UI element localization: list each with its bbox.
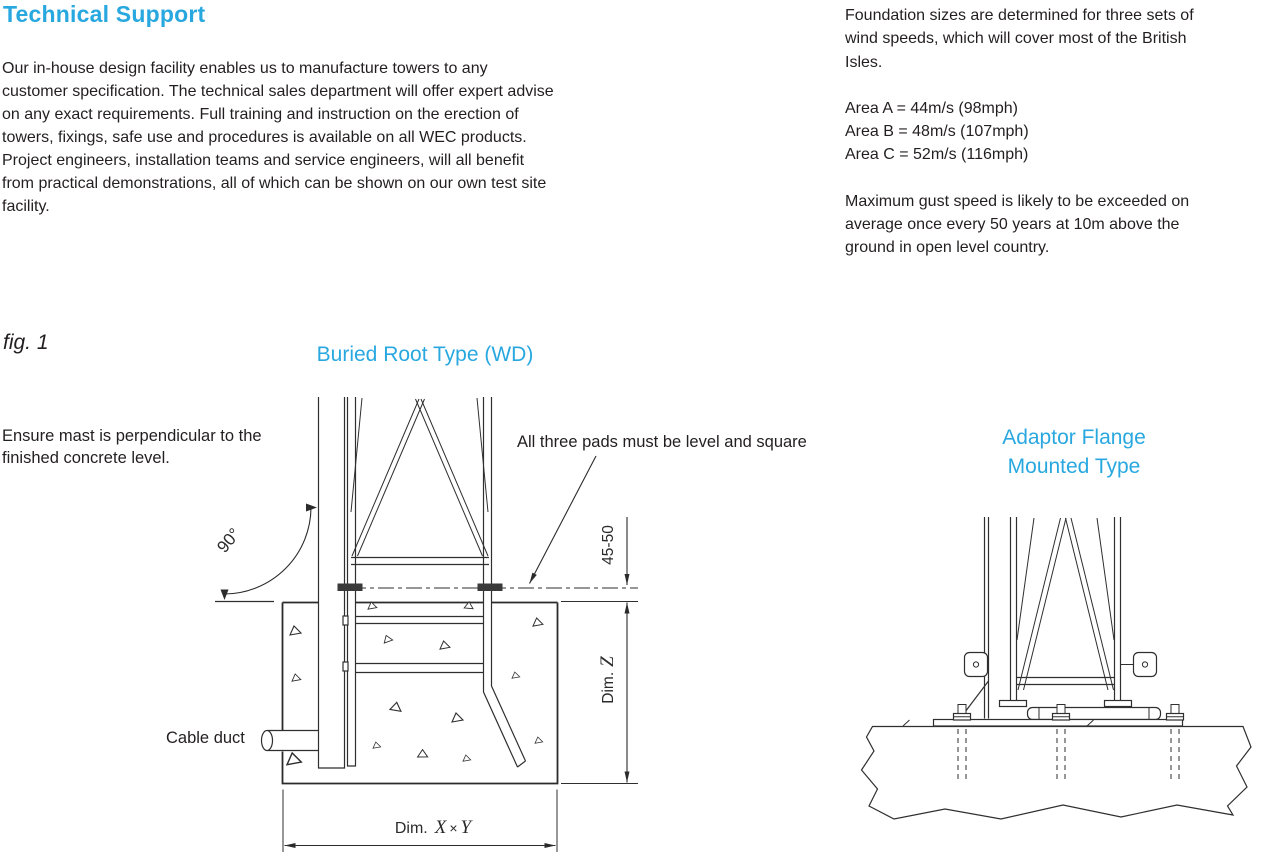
intro-paragraph: Our in-house design facility enables us …: [2, 60, 554, 215]
cable-duct-drawing: [260, 729, 319, 752]
adaptor-flange-title: Adaptor Flange Mounted Type: [974, 423, 1174, 481]
anchor-bolt-center: [1051, 704, 1071, 779]
technical-drawing-canvas: 90° 45-50 Dim. Z Dim. X×Y: [213, 397, 1252, 852]
cable-duct-label: Cable duct: [166, 729, 245, 747]
adaptor-flange-diagram: [860, 517, 1252, 820]
mast-pole: [317, 397, 346, 769]
angle-dim-label: 90°: [213, 525, 244, 557]
adaptor-flange-title-line1: Adaptor Flange: [1002, 426, 1146, 449]
dim-plan-x: X: [434, 817, 448, 838]
wind-area-c: Area C = 52m/s (116mph): [845, 146, 1029, 164]
angle-arrow-down: [220, 589, 229, 600]
wind-intro: Foundation sizes are determined for thre…: [845, 7, 1194, 71]
gusset-brace: [963, 680, 989, 715]
dim-plan-y: Y: [461, 817, 474, 838]
wind-areas: Area A = 44m/s (98mph) Area B = 48m/s (1…: [845, 97, 1225, 167]
buried-root-title: Buried Root Type (WD): [316, 343, 534, 366]
adaptor-channel: [998, 699, 1162, 721]
pads-note-leader: [529, 455, 597, 584]
wind-area-a: Area A = 44m/s (98mph): [845, 99, 1018, 117]
angle-arrow-right: [306, 503, 317, 512]
base-pads: [337, 583, 503, 591]
page-title: Technical Support: [3, 1, 206, 27]
dim-plan-prefix: Dim.: [395, 820, 428, 837]
dim-plan: Dim. X×Y: [282, 789, 558, 852]
dim-plan-label: Dim. X×Y: [395, 817, 474, 838]
adaptor-tower-lattice: [983, 517, 1122, 719]
dim-depth: Dim. Z: [561, 601, 638, 784]
figure-label: fig. 1: [3, 331, 49, 354]
angle-annotation: 90°: [213, 503, 317, 603]
wind-speed-section: Foundation sizes are determined for thre…: [845, 4, 1225, 260]
dim-depth-prefix: Dim.: [600, 672, 617, 704]
wind-note: Maximum gust speed is likely to be excee…: [845, 192, 1190, 257]
buried-root-diagram: 90° 45-50 Dim. Z Dim. X×Y: [213, 397, 638, 852]
adaptor-flange-title-line2: Mounted Type: [1007, 455, 1141, 478]
dim-depth-value: Z: [597, 656, 618, 667]
wind-area-b: Area B = 48m/s (107mph): [845, 123, 1029, 141]
perpendicular-note: Ensure mast is perpendicular to the fini…: [2, 427, 262, 467]
concrete-foundation: [281, 600, 559, 785]
anchor-bolt-left: [952, 704, 972, 779]
concrete-ground: [860, 719, 1252, 820]
dim-pad-height-label: 45-50: [600, 525, 617, 565]
anchor-bolt-right: [1165, 704, 1185, 779]
dim-depth-label: Dim. Z: [597, 656, 618, 704]
pads-note: All three pads must be level and square: [517, 433, 807, 451]
tower-lattice: [346, 397, 527, 768]
dim-plan-times: ×: [449, 820, 457, 836]
dim-pad-height: 45-50: [600, 517, 630, 585]
pivot-lugs: [963, 651, 1158, 678]
